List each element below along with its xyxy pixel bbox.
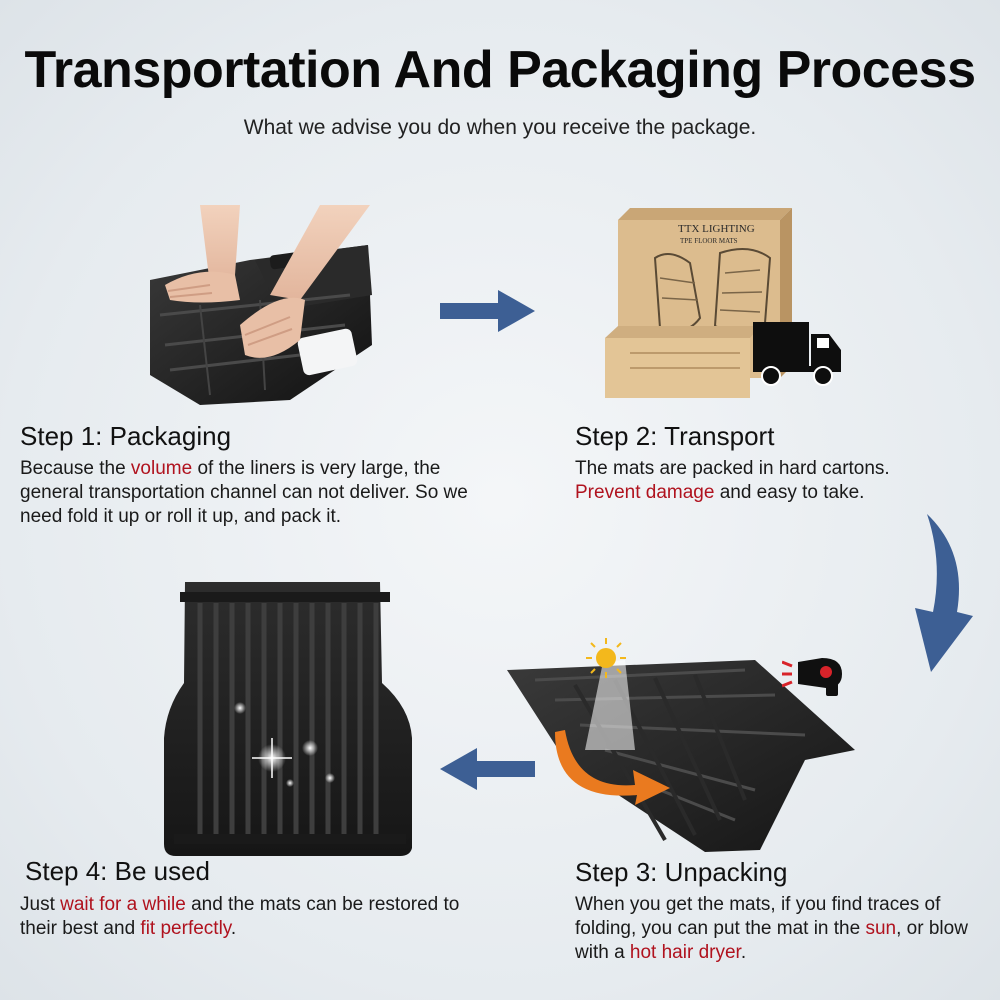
step-1-text: of the liners is very large, the general…	[20, 458, 468, 527]
folding-mat-photo	[140, 205, 380, 415]
box-product-label: TPE FLOOR MATS	[680, 237, 738, 245]
step-4-body: Just wait for a while and the mats can b…	[20, 893, 500, 941]
unpacked-mat-photo	[505, 640, 860, 855]
step-4-highlight-fit: fit perfectly	[140, 918, 231, 939]
step-1-heading: Step 1: Packaging	[20, 421, 232, 451]
step-1-highlight-volume: volume	[130, 458, 193, 479]
step-3-highlight-hair-dryer: hot hair dryer	[629, 942, 741, 963]
curved-arrow-down-icon	[895, 512, 975, 674]
truck-icon	[753, 322, 843, 388]
step-3-text: , or blow with a	[575, 918, 968, 963]
step-3-body: When you get the mats, if you find trace…	[575, 893, 993, 965]
step-1-text: Because the	[20, 458, 131, 479]
hair-dryer-icon	[782, 654, 850, 696]
flat-mat-photo	[160, 578, 418, 858]
step-3-text: .	[740, 942, 747, 963]
arrow-right-icon	[440, 290, 535, 332]
step-4-text: Just	[20, 894, 61, 915]
step-4-text: .	[230, 918, 237, 939]
step-3-heading: Step 3: Unpacking	[575, 857, 788, 887]
step-4-text: and the mats can be restored to their be…	[20, 894, 460, 939]
arrow-left-icon	[440, 748, 535, 790]
step-3-text: When you get the mats, if you find trace…	[575, 894, 941, 939]
step-4-highlight-wait: wait for a while	[60, 894, 186, 915]
step-2-text: The mats are packed in hard cartons.	[575, 458, 890, 479]
step-2-heading: Step 2: Transport	[575, 421, 775, 451]
sun-icon	[585, 637, 627, 679]
step-3-highlight-sun: sun	[865, 918, 897, 939]
step-2-text: and easy to take.	[714, 482, 865, 503]
box-brand-label: TTX LIGHTING	[678, 223, 755, 235]
step-4-heading: Step 4: Be used	[25, 856, 211, 886]
step-1-body: Because the volume of the liners is very…	[20, 457, 495, 529]
page-title: Transportation And Packaging Process	[24, 41, 976, 99]
step-2-highlight-prevent-damage: Prevent damage	[575, 482, 715, 503]
step-2-body: The mats are packed in hard cartons. Pre…	[575, 457, 955, 505]
page-subtitle: What we advise you do when you receive t…	[243, 116, 757, 139]
